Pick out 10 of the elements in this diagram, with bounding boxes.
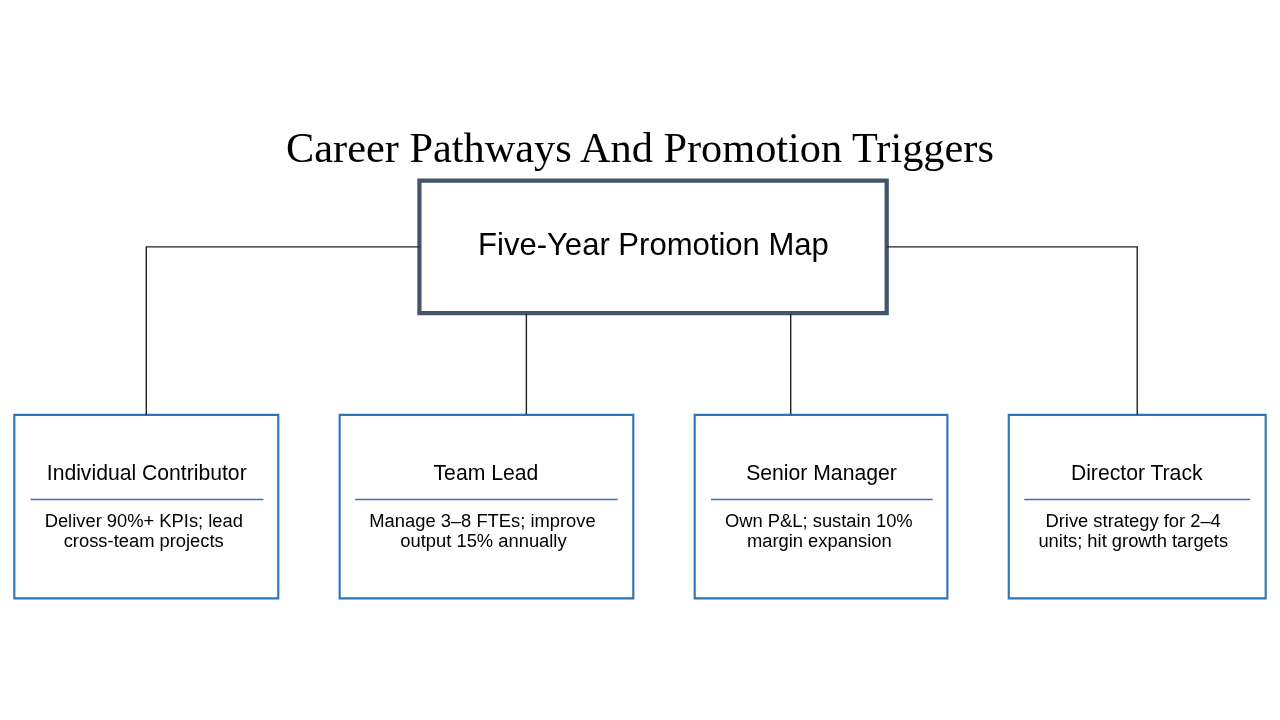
connector: [886, 245, 1138, 415]
node-box: Individual Contributor Deliver 90%+ KPIs; lead cross-team projects: [13, 413, 280, 599]
node-box: Team Lead Manage 3–8 FTEs; improve output 15% annually: [338, 413, 635, 599]
connector: [790, 312, 792, 415]
connector: [145, 245, 421, 415]
connector: [525, 312, 528, 415]
node-box: Five-Year Promotion Map: [417, 177, 889, 315]
diagram-title: Career Pathways And Promotion Triggers: [286, 123, 994, 171]
node-box: Director Track Drive strategy for 2–4 units; hit growth targets: [1007, 413, 1267, 599]
node-box: Senior Manager Own P&L; sustain 10% margin expansion: [693, 413, 949, 599]
